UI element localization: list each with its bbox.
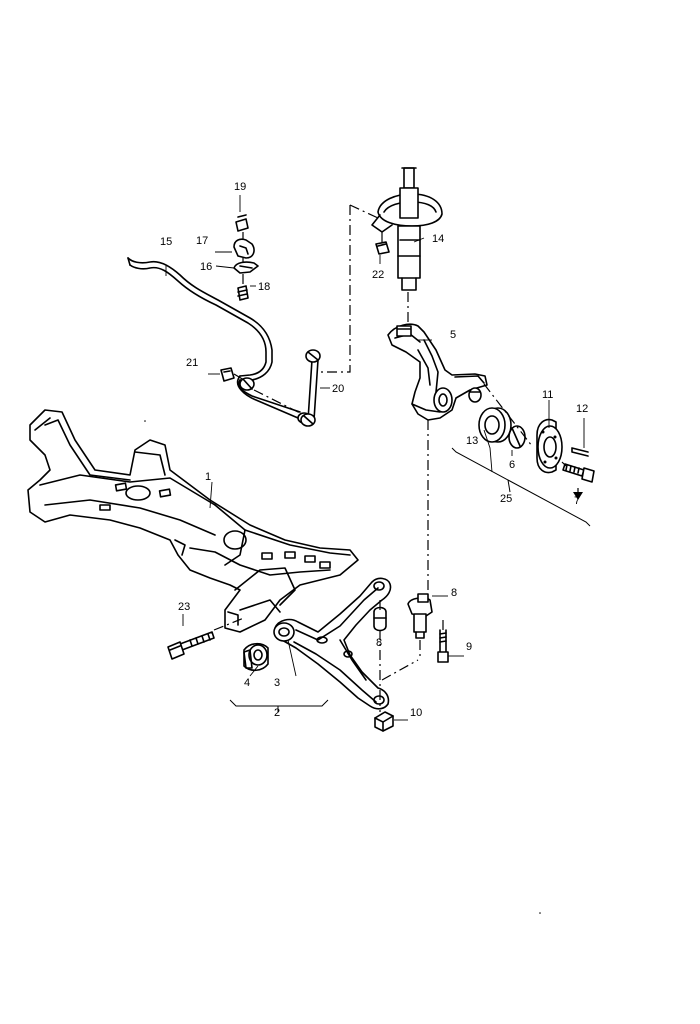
ball-joint-bolt-part	[437, 629, 449, 663]
arm-assembly-bracket	[229, 699, 329, 712]
subframe-bolt-part	[167, 631, 215, 660]
callout-22: 22	[372, 269, 384, 281]
callout-8a: 8	[376, 637, 382, 649]
callout-2: 2	[274, 707, 280, 719]
hub-group-bracket	[451, 447, 591, 527]
wheel-bearing-part	[468, 387, 512, 443]
strut-nut-part	[375, 241, 390, 255]
callout-20: 20	[332, 383, 344, 395]
control-arm-part	[273, 577, 392, 710]
callout-9: 9	[466, 641, 472, 653]
callout-21: 21	[186, 357, 198, 369]
callouts: 1 2 3 4 5 6 7 8 8 9 10 11 12 13 14 15 16…	[160, 181, 588, 719]
stabilizer-bar-part	[127, 257, 311, 424]
callout-13: 13	[466, 435, 478, 447]
callout-16: 16	[200, 261, 212, 273]
callout-23: 23	[178, 601, 190, 613]
pin-part	[571, 447, 589, 457]
arrow-icon	[573, 492, 583, 500]
callout-25: 25	[500, 493, 512, 505]
rear-bushing-part	[373, 606, 387, 632]
callout-10: 10	[410, 707, 422, 719]
subframe-part	[27, 409, 359, 633]
arm-bushing-part	[243, 642, 269, 672]
assembly-lines	[213, 204, 579, 712]
callout-4: 4	[244, 677, 250, 689]
callout-6: 6	[509, 459, 515, 471]
arm-nut-part	[374, 711, 394, 732]
callout-18: 18	[258, 281, 270, 293]
callout-15: 15	[160, 236, 172, 248]
callout-1: 1	[205, 471, 211, 483]
steering-knuckle-part	[387, 323, 488, 421]
callout-11: 11	[542, 389, 553, 401]
callout-12: 12	[576, 403, 588, 415]
callout-17: 17	[196, 235, 208, 247]
bar-mount-parts	[233, 214, 259, 301]
stray-dot	[144, 420, 146, 422]
wheel-hub-part	[536, 418, 563, 474]
callout-7: 7	[574, 495, 580, 507]
bar-nut-part	[220, 367, 235, 382]
wheel-bolt-part	[562, 463, 595, 483]
circlip-part	[508, 425, 526, 449]
callout-19: 19	[234, 181, 246, 193]
strut-part	[371, 167, 443, 291]
callout-8b: 8	[451, 587, 457, 599]
ball-joint-part	[407, 593, 433, 639]
stray-dot	[539, 912, 541, 914]
callout-5: 5	[450, 329, 456, 341]
leader-lines	[165, 195, 585, 721]
callout-3: 3	[274, 677, 280, 689]
callout-14: 14	[432, 233, 444, 245]
coupling-rod-part	[300, 349, 321, 427]
